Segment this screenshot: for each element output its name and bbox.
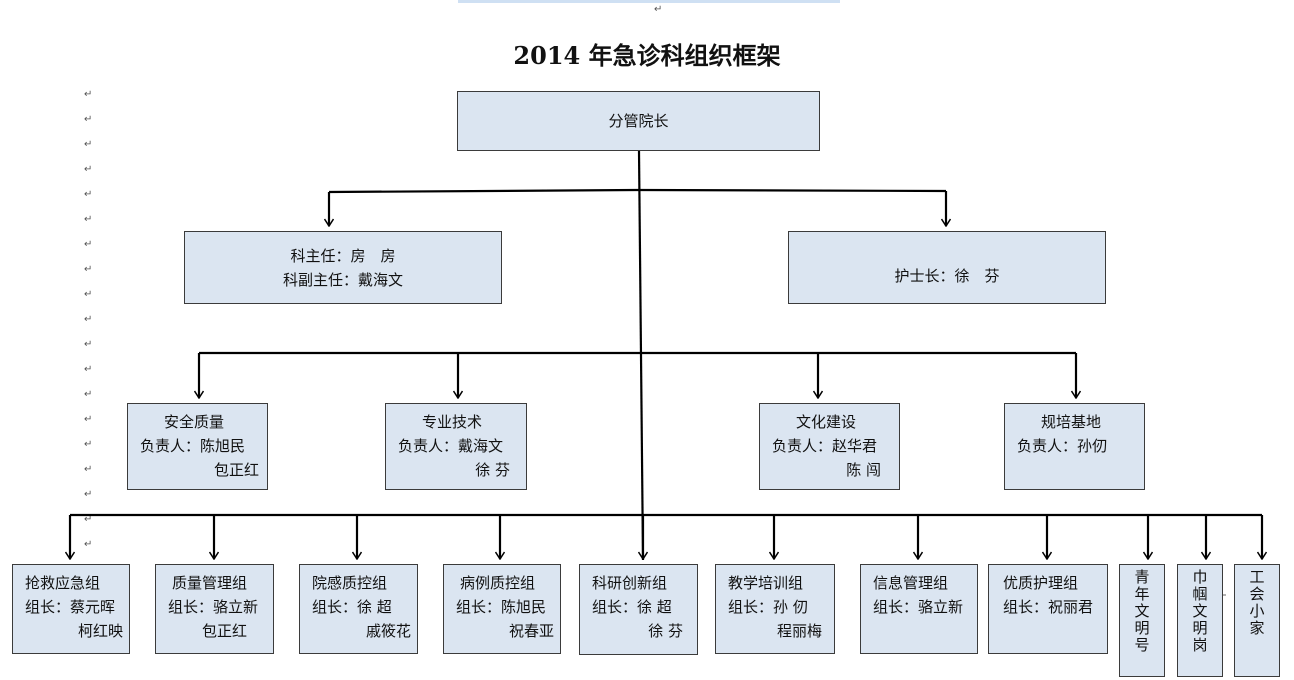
l2-person: 负责人：赵华君	[772, 437, 878, 455]
l3-name: 信息管理组	[873, 574, 949, 592]
l3-box-4: 病例质控组 组长：陈旭民 祝春亚	[443, 564, 561, 654]
l3-leader: 组长：祝丽君	[1003, 598, 1094, 616]
l3-leader: 组长：骆立新	[873, 598, 964, 616]
vchar: 小	[1249, 602, 1265, 620]
paragraph-mark: ↵	[84, 289, 93, 300]
l2-name: 安全质量	[164, 413, 225, 431]
vchar: 年	[1134, 585, 1150, 603]
l3-name: 教学培训组	[728, 574, 804, 592]
l2-person: 负责人：戴海文	[398, 437, 504, 455]
paragraph-mark: ↵	[84, 114, 93, 125]
paragraph-mark: ↵	[84, 489, 93, 500]
l2-name: 文化建设	[796, 413, 857, 431]
l3-name: 院感质控组	[312, 574, 388, 592]
paragraph-mark: ↵	[84, 364, 93, 375]
l3-leader: 组长：徐 超	[592, 598, 672, 616]
level1-bus	[328, 188, 947, 194]
paragraph-mark: ↵	[84, 539, 93, 550]
l3-leader: 组长：徐 超	[312, 598, 392, 616]
l3-name: 科研创新组	[592, 574, 668, 592]
page-title: 2014 年急诊科组织框架	[513, 41, 781, 70]
paragraph-mark: ↵	[84, 514, 93, 525]
vchar: 家	[1249, 619, 1265, 637]
head-nurse-line: 护士长：徐 芬	[894, 266, 1000, 285]
l3-box-5: 科研创新组 组长：徐 超 徐 芬	[579, 564, 698, 655]
l3-leader-extra: 徐 芬	[648, 622, 683, 640]
paragraph-mark: ↵	[84, 339, 93, 350]
l3-leader-extra: 祝春亚	[508, 622, 554, 640]
paragraph-mark: ↵	[84, 89, 93, 100]
l3-box-1: 抢救应急组 组长：蔡元晖 柯红映	[12, 564, 130, 654]
l3-box-2: 质量管理组 组长：骆立新 包正红	[155, 564, 274, 654]
l3-name: 病例质控组	[460, 574, 536, 592]
paragraph-mark: ↵	[84, 314, 93, 325]
paragraph-mark: ↵	[84, 414, 93, 425]
director-line: 科主任：房 房	[290, 246, 396, 265]
l2-person-extra: 包正红	[213, 461, 259, 479]
youth-civilization-box: 青 年 文 明 号	[1119, 564, 1165, 677]
vchar: 号	[1134, 636, 1150, 654]
director-box: 科主任：房 房 科副主任：戴海文	[184, 231, 502, 304]
l3-name: 质量管理组	[172, 574, 248, 592]
l3-box-3: 院感质控组 组长：徐 超 戚筱花	[299, 564, 418, 654]
paragraph-mark: ↵	[84, 464, 93, 475]
paragraph-mark: ↵	[84, 139, 93, 150]
l3-leader-extra: 程丽梅	[776, 622, 822, 640]
l3-box-8: 优质护理组 组长：祝丽君	[988, 564, 1108, 654]
vchar: 青	[1134, 568, 1150, 586]
l3-name: 优质护理组	[1003, 574, 1079, 592]
l2-person-extra: 徐 芬	[475, 461, 510, 479]
vchar: 巾	[1192, 568, 1208, 586]
vchar: 明	[1192, 619, 1208, 637]
paragraph-mark: ↵	[84, 439, 93, 450]
paragraph-mark: ↵	[84, 189, 93, 200]
l2-box-professional-tech: 专业技术 负责人：戴海文 徐 芬	[385, 403, 527, 490]
paragraph-mark: ↵	[84, 214, 93, 225]
deputy-director-line: 科副主任：戴海文	[282, 270, 403, 289]
vchar: 工	[1249, 568, 1265, 586]
paragraph-mark: ↵	[84, 239, 93, 250]
l2-person-extra: 陈 闯	[846, 461, 881, 479]
l3-name: 抢救应急组	[25, 574, 101, 592]
paragraph-mark: ↵	[84, 164, 93, 175]
l3-leader: 组长：陈旭民	[456, 598, 547, 616]
vchar: 文	[1134, 602, 1150, 620]
vchar: 文	[1192, 602, 1208, 620]
paragraph-mark: ↵	[654, 4, 663, 15]
l3-leader-extra: 包正红	[201, 622, 247, 640]
l3-box-6: 教学培训组 组长：孙 仞 程丽梅	[715, 564, 835, 654]
l3-leader: 组长：蔡元晖	[25, 598, 116, 616]
root-label: 分管院长	[608, 112, 669, 130]
trunk-line	[637, 150, 645, 561]
l3-box-7: 信息管理组 组长：骆立新	[860, 564, 978, 654]
paragraph-mark: ↵	[84, 389, 93, 400]
l2-person: 负责人：孙仞	[1017, 437, 1108, 455]
l2-person: 负责人：陈旭民	[140, 437, 246, 455]
l3-leader: 组长：骆立新	[168, 598, 259, 616]
l3-leader-extra: 戚筱花	[365, 622, 411, 640]
l3-leader: 组长：孙 仞	[728, 598, 808, 616]
l2-name: 规培基地	[1041, 413, 1102, 431]
l2-box-training-base: 规培基地 负责人：孙仞	[1004, 403, 1145, 490]
l2-box-safety-quality: 安全质量 负责人：陈旭民 包正红	[127, 403, 268, 490]
l3-leader-extra: 柯红映	[77, 622, 123, 640]
l2-name: 专业技术	[422, 413, 483, 431]
vchar: 会	[1249, 585, 1265, 603]
paragraph-mark: ↵	[84, 264, 93, 275]
ruler-highlight	[458, 0, 840, 3]
l2-box-culture: 文化建设 负责人：赵华君 陈 闯	[759, 403, 900, 490]
vchar: 明	[1134, 619, 1150, 637]
vchar: 岗	[1192, 636, 1208, 654]
women-civilization-box: 巾 帼 文 明 岗	[1177, 564, 1223, 677]
root-box: 分管院长	[457, 91, 820, 151]
head-nurse-box: 护士长：徐 芬	[788, 231, 1106, 304]
vchar: 帼	[1192, 585, 1208, 603]
union-home-box: 工 会 小 家	[1234, 564, 1280, 677]
